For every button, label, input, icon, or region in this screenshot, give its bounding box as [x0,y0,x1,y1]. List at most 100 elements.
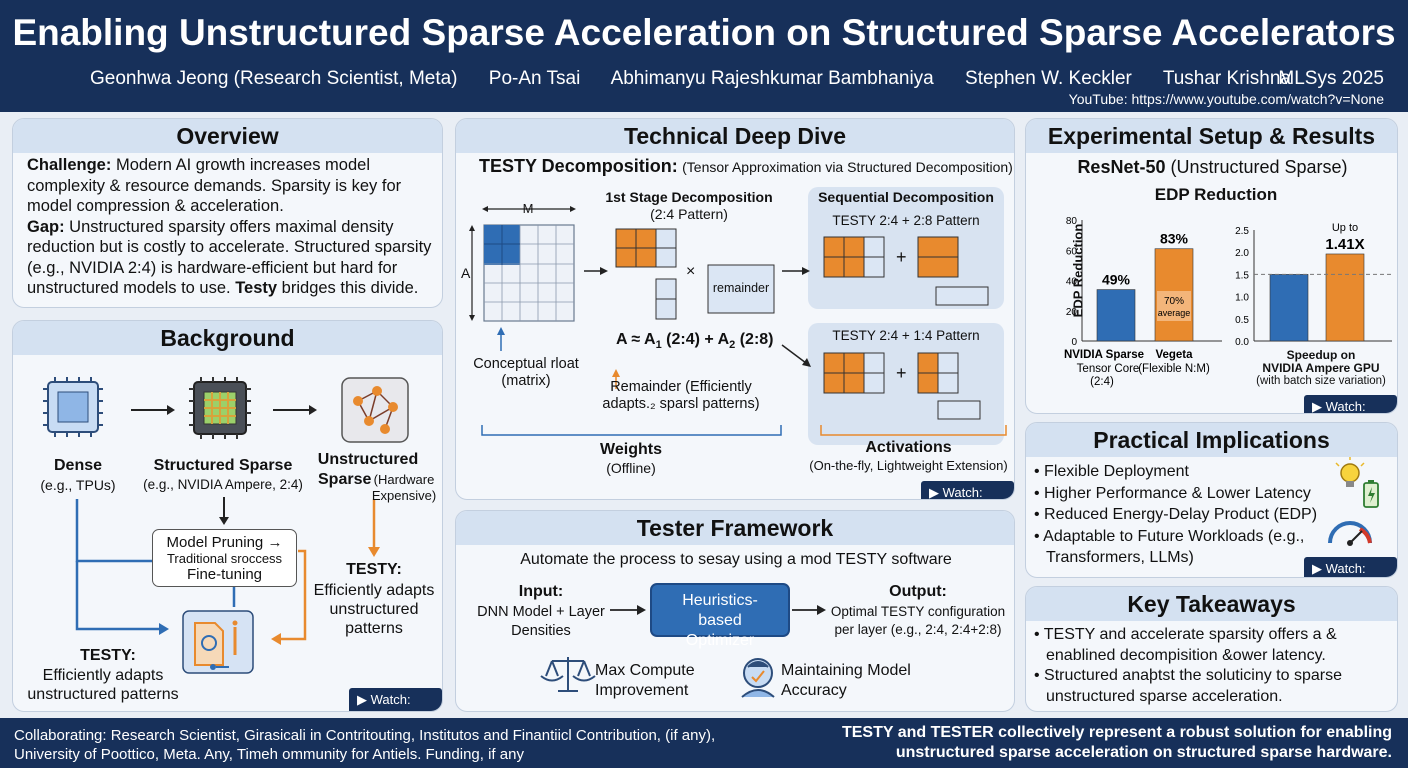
implication-item-3: • Reduced Energy-Delay Product (EDP) [1034,506,1318,523]
edp-ylabel: EDP Reduction [1070,223,1086,318]
batch-label: (with batch size variation) [1256,375,1386,387]
footer-summary: TESTY and TESTER collectively represent … [841,724,1392,761]
formula-sub-2: 2 [729,339,736,352]
m-arrow-right [570,206,576,212]
gap-paragraph: Gap: Unstructured sparsity offers maxima… [27,217,437,299]
takeaway-text-2: Structured anaþtst the soluticiny to spa… [1044,667,1342,705]
results-panel: Experimental Setup & Results ResNet-50 (… [1025,118,1398,414]
header-banner: Enabling Unstructured Sparse Acceleratio… [0,0,1408,112]
watch-button-deep-dive[interactable]: ▶ Watch: 2:30 [921,481,1014,499]
testy-right-text: Efficiently adapts unstructured patterns [313,582,435,637]
tester-arrows [540,605,826,698]
implication-text-4: Adaptable to Future Workloads (e.g., Tra… [1043,527,1305,567]
lightbulb-icon [1335,457,1365,487]
overview-title: Overview [13,119,442,153]
formula-a: A ≈ A [616,331,656,348]
implication-text-2: Higher Performance & Lower Latency [1044,484,1311,502]
structured-sub: (e.g., NVIDIA Ampere, 2:4) [143,477,303,492]
speedup-y-tick: 0.5 [1235,315,1249,326]
testy-left-label: TESTY: [80,647,136,664]
plus-1: + [896,247,907,267]
seq1-matrix-b [917,236,959,278]
seq1-matrix-a [823,236,885,278]
author-5: Tushar Krishna [1162,68,1291,89]
results-title: Experimental Setup & Results [1026,119,1397,153]
conceptual-arrowhead [497,327,505,335]
edp-category-1c: (2:4) [1090,376,1114,388]
implication-item-2: • Higher Performance & Lower Latency [1034,484,1311,502]
takeaway-text-1: TESTY and accelerate sparsity offers a &… [1043,626,1337,664]
weights-bracket [481,425,782,436]
gap-label: Gap: [27,217,65,236]
background-diagram [43,377,409,674]
seq2-remainder [937,400,981,420]
watch-button-background[interactable]: ▶ Watch: 0:00 [349,688,442,711]
model-heading: ResNet-50 (Unstructured Sparse) [1026,157,1397,178]
speedup-y-tick: 1.5 [1235,270,1249,281]
unstructured-sub: (Hardware Expensive) [371,472,437,503]
takeaway-item-1: • TESTY and accelerate sparsity offers a… [1034,626,1337,664]
page-title: Enabling Unstructured Sparse Acceleratio… [12,12,1396,53]
activations-bracket [820,425,1007,436]
pruning-line-3: Fine-tuning [186,566,263,583]
battery-icon [1363,480,1379,508]
a-arrow-bottom [469,315,475,321]
accuracy-label: Maintaining Model Accuracy [781,662,911,699]
overview-panel: Overview Challenge: Modern AI growth inc… [12,118,443,308]
accuracy-person-icon [741,658,775,698]
seq1-remainder [935,286,989,306]
implications-title: Practical Implications [1026,423,1397,457]
stage1-vector [655,278,677,320]
arrowhead-3 [219,517,229,525]
footer-banner: Collaborating: Research Scientist, Giras… [0,718,1408,768]
a-label: A [461,265,471,281]
takeaways-title: Key Takeaways [1026,587,1397,621]
implication-text-3: Reduced Energy-Delay Product (EDP) [1044,506,1318,523]
seq2-pattern: TESTY 2:4 + 1:4 Pattern [832,328,980,343]
stage1-matrix [615,228,677,268]
model-name: ResNet-50 [1077,157,1166,177]
edp-title: EDP Reduction [1154,185,1278,204]
implication-icons [1328,457,1379,546]
speedup-annotation-2: 1.41X [1325,236,1364,253]
challenge-label: Challenge: [27,156,112,174]
edp-data-label: 83% [1160,231,1189,247]
m-arrow-left [482,206,488,212]
arrowhead-1 [167,405,175,415]
edp-bar [1096,289,1136,342]
arrow-seq-head [802,267,810,275]
implications-panel: Practical Implications • Flexible Deploy… [1025,422,1398,578]
edp-y-tick: 60 [1066,246,1078,257]
tester-subtitle: Automate the process to sesay using a mo… [520,551,952,568]
scale-icon [540,657,596,692]
edp-average-label: average [1158,308,1191,318]
author-list: Geonhwa Jeong (Research Scientist, Meta)… [90,68,1317,90]
youtube-link[interactable]: YouTube: https://www.youtube.com/watch?v… [1068,91,1384,107]
pruning-line-2: Traditional sroccess [166,551,283,566]
stage1-title: 1st Stage Decomposition [605,189,773,205]
speedup-y-tick: 2.0 [1235,248,1249,259]
remainder-note: Remainder (Efficiently adapts.₂ sparsl p… [602,379,760,412]
watch-button-implications[interactable]: ▶ Watch: 3:45 [1304,557,1397,577]
edp-average-value: 70% [1164,296,1184,307]
remainder-label: remainder [712,281,770,295]
testy-bold: Testy [235,279,278,297]
matrix-grid [483,224,575,322]
implication-item-1: • Flexible Deployment [1034,463,1189,480]
takeaways-list: • TESTY and accelerate sparsity offers a… [1034,625,1389,707]
decomposition-formula: A ≈ A1 (2:4) + A2 (2:8) [616,331,774,351]
a-arrow-top [469,225,475,231]
watch-button-results[interactable]: ▶ Watch: 3:00 [1304,395,1397,413]
speedup-bar [1325,253,1365,342]
remainder-box [707,264,775,314]
author-4: Stephen W. Keckler [965,68,1132,89]
max-compute-label: Max Compute Improvement [595,662,695,699]
edp-y-tick: 80 [1066,216,1078,227]
arrow-stage1-head [600,267,608,275]
challenge-paragraph: Challenge: Modern AI growth increases mo… [27,155,437,217]
decomp-text: (Tensor Approximation via Structured Dec… [682,159,1013,175]
gap-end: bridges this divide. [277,279,419,297]
testy-left-text: Efficiently adapts unstructured patterns [27,667,179,703]
dense-link-line [75,499,153,563]
output-label: Output: [889,583,947,600]
